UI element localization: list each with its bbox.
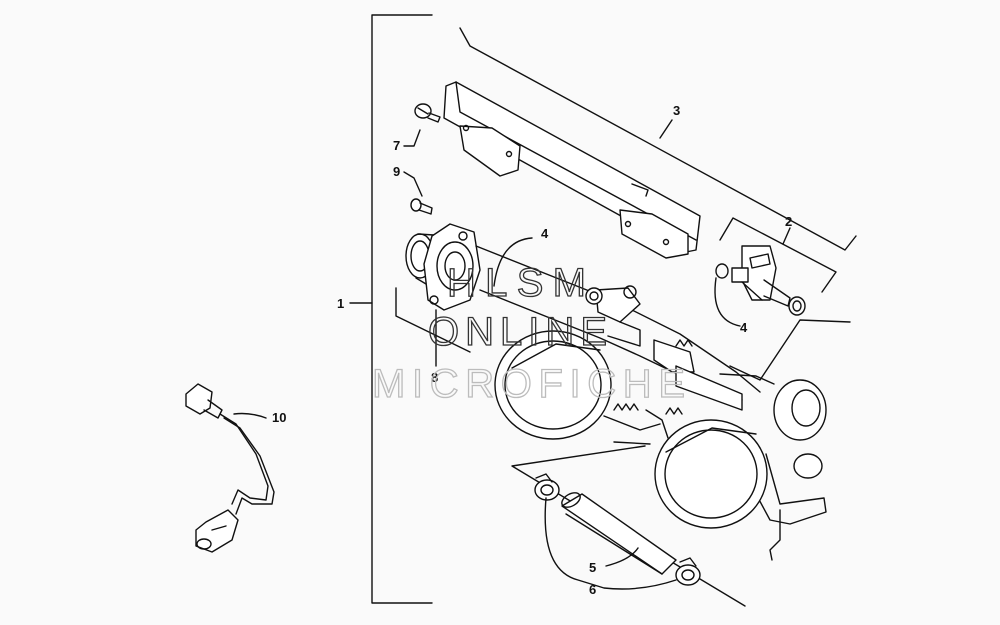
callout-10: 10 — [272, 410, 286, 425]
callout-4-lower: 4 — [740, 320, 748, 335]
callout-1: 1 — [337, 296, 344, 311]
leader-2 — [782, 227, 791, 245]
leader-10 — [233, 412, 267, 419]
callout-7: 7 — [393, 138, 400, 153]
leader-4a — [493, 237, 533, 287]
callout-2: 2 — [785, 214, 792, 229]
throttle-body — [405, 223, 827, 561]
o-ring-right — [788, 296, 806, 316]
subassembly-bracket-3 — [459, 27, 857, 251]
subassembly-bracket-2 — [719, 217, 837, 293]
watermark-line-1: HLSM — [447, 261, 587, 305]
leader-9 — [403, 171, 423, 197]
callout-9: 9 — [393, 164, 400, 179]
leader-4b — [714, 277, 741, 327]
hose-clamp-part-6-lower — [675, 557, 701, 586]
leader-6 — [544, 497, 677, 590]
bolt-part-7 — [414, 103, 441, 123]
assembly-bracket-1 — [371, 14, 433, 604]
linkage-springs — [585, 285, 693, 415]
bolt-part-9 — [410, 198, 433, 215]
leader-5 — [605, 547, 639, 567]
leader-3 — [659, 119, 673, 139]
throttle-bore-2 — [654, 419, 768, 529]
hose-part-5 — [561, 492, 677, 575]
hose-clamp-part-6-upper — [534, 473, 560, 501]
fuel-rail-part-3 — [443, 81, 701, 259]
wiring-harness-part-10 — [185, 383, 275, 553]
throttle-bore-1 — [494, 330, 612, 440]
watermark-line-3: MICROFICHE — [372, 362, 686, 406]
callout-3: 3 — [673, 103, 680, 118]
leader-7 — [403, 129, 421, 147]
watermark-line-2: ONLINE — [428, 310, 608, 354]
assembly-boundary-lines — [395, 287, 851, 381]
fuel-injector-part-2 — [731, 245, 791, 307]
callout-8: 8 — [431, 370, 438, 385]
callout-5: 5 — [589, 560, 596, 575]
callout-4-upper: 4 — [541, 226, 549, 241]
o-ring-left — [715, 263, 729, 279]
callout-6: 6 — [589, 582, 596, 597]
